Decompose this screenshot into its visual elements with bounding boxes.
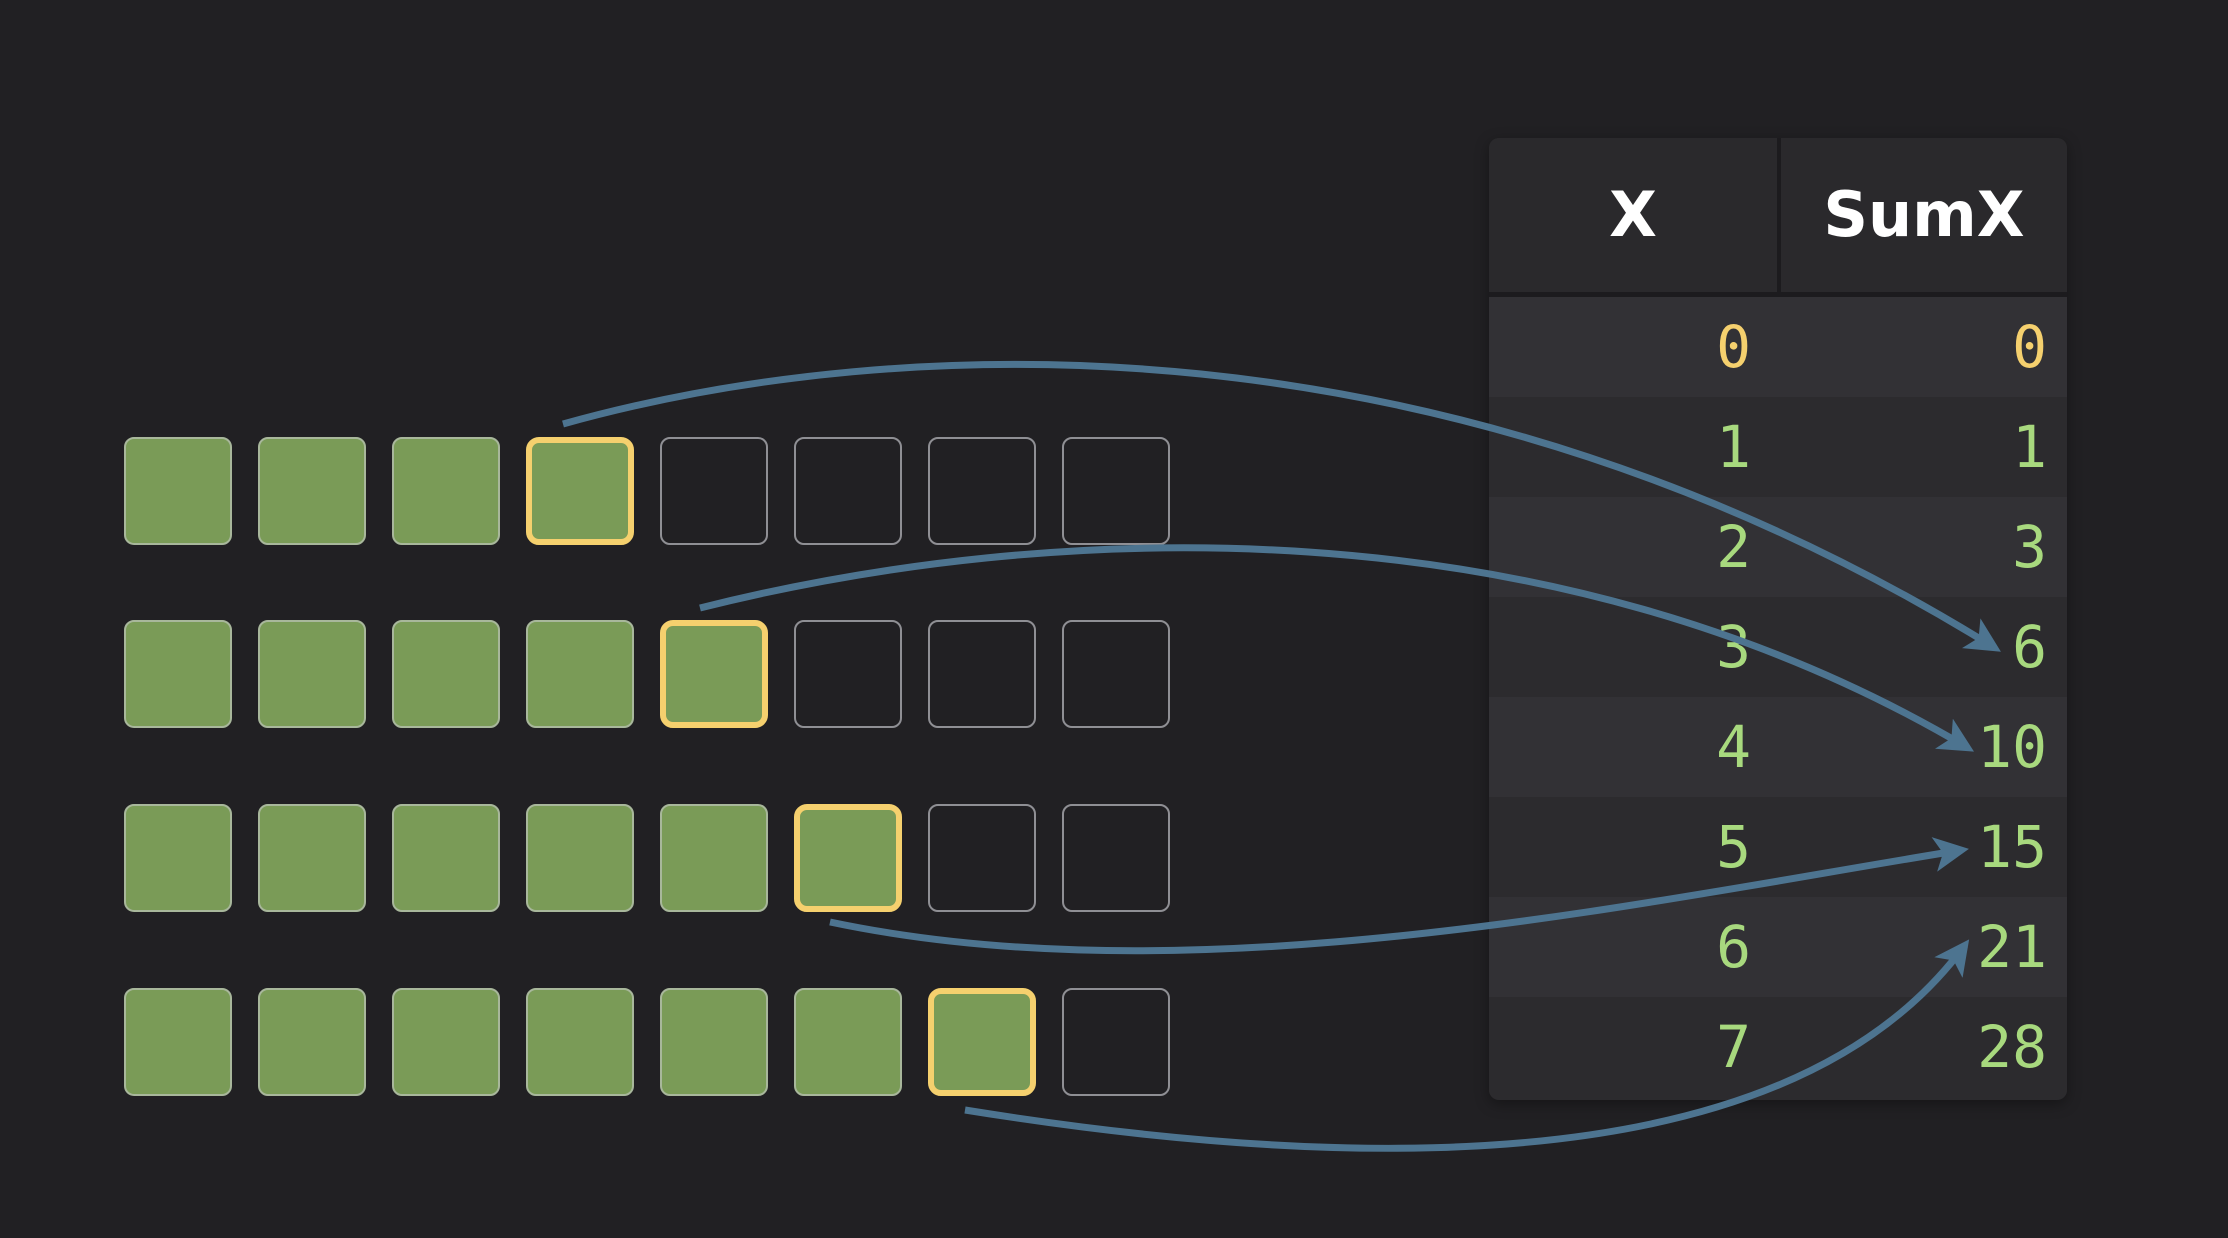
table-row: 6 21 [1489,897,2067,997]
cell-sumx: 3 [2012,513,2047,581]
table-row: 7 28 [1489,997,2067,1097]
cell-sumx: 28 [1977,1013,2047,1081]
cell-x: 1 [1716,413,1751,481]
filled-cell [258,988,366,1096]
filled-cell [124,620,232,728]
header-divider [1777,138,1781,292]
filled-cell [526,804,634,912]
header-rule [1489,292,2067,297]
cell-x: 0 [1716,313,1751,381]
filled-cell [392,988,500,1096]
filled-cell [526,988,634,1096]
highlighted-cell [526,437,634,545]
cell-x: 4 [1716,713,1751,781]
highlighted-cell [660,620,768,728]
filled-cell [124,988,232,1096]
cell-x: 2 [1716,513,1751,581]
empty-cell [928,620,1036,728]
empty-cell [1062,988,1170,1096]
filled-cell [660,988,768,1096]
table-row: 5 15 [1489,797,2067,897]
filled-cell [124,804,232,912]
table-header: X SumX [1489,138,2067,297]
filled-cell [392,620,500,728]
cell-sumx: 1 [2012,413,2047,481]
table-row: 4 10 [1489,697,2067,797]
empty-cell [928,804,1036,912]
filled-cell [392,804,500,912]
cell-sumx: 0 [2012,313,2047,381]
highlighted-cell [928,988,1036,1096]
cell-sumx: 6 [2012,613,2047,681]
cell-sumx: 21 [1977,913,2047,981]
cell-sumx: 10 [1977,713,2047,781]
empty-cell [1062,804,1170,912]
empty-cell [1062,437,1170,545]
empty-cell [794,620,902,728]
cell-x: 5 [1716,813,1751,881]
filled-cell [794,988,902,1096]
empty-cell [794,437,902,545]
filled-cell [258,620,366,728]
filled-cell [258,437,366,545]
highlighted-cell [794,804,902,912]
filled-cell [258,804,366,912]
empty-cell [660,437,768,545]
filled-cell [660,804,768,912]
cell-sumx: 15 [1977,813,2047,881]
empty-cell [1062,620,1170,728]
filled-cell [124,437,232,545]
cell-x: 3 [1716,613,1751,681]
filled-cell [392,437,500,545]
header-sumx: SumX [1823,178,2025,251]
header-x: X [1609,178,1657,251]
cell-x: 6 [1716,913,1751,981]
filled-cell [526,620,634,728]
empty-cell [928,437,1036,545]
cell-x: 7 [1716,1013,1751,1081]
